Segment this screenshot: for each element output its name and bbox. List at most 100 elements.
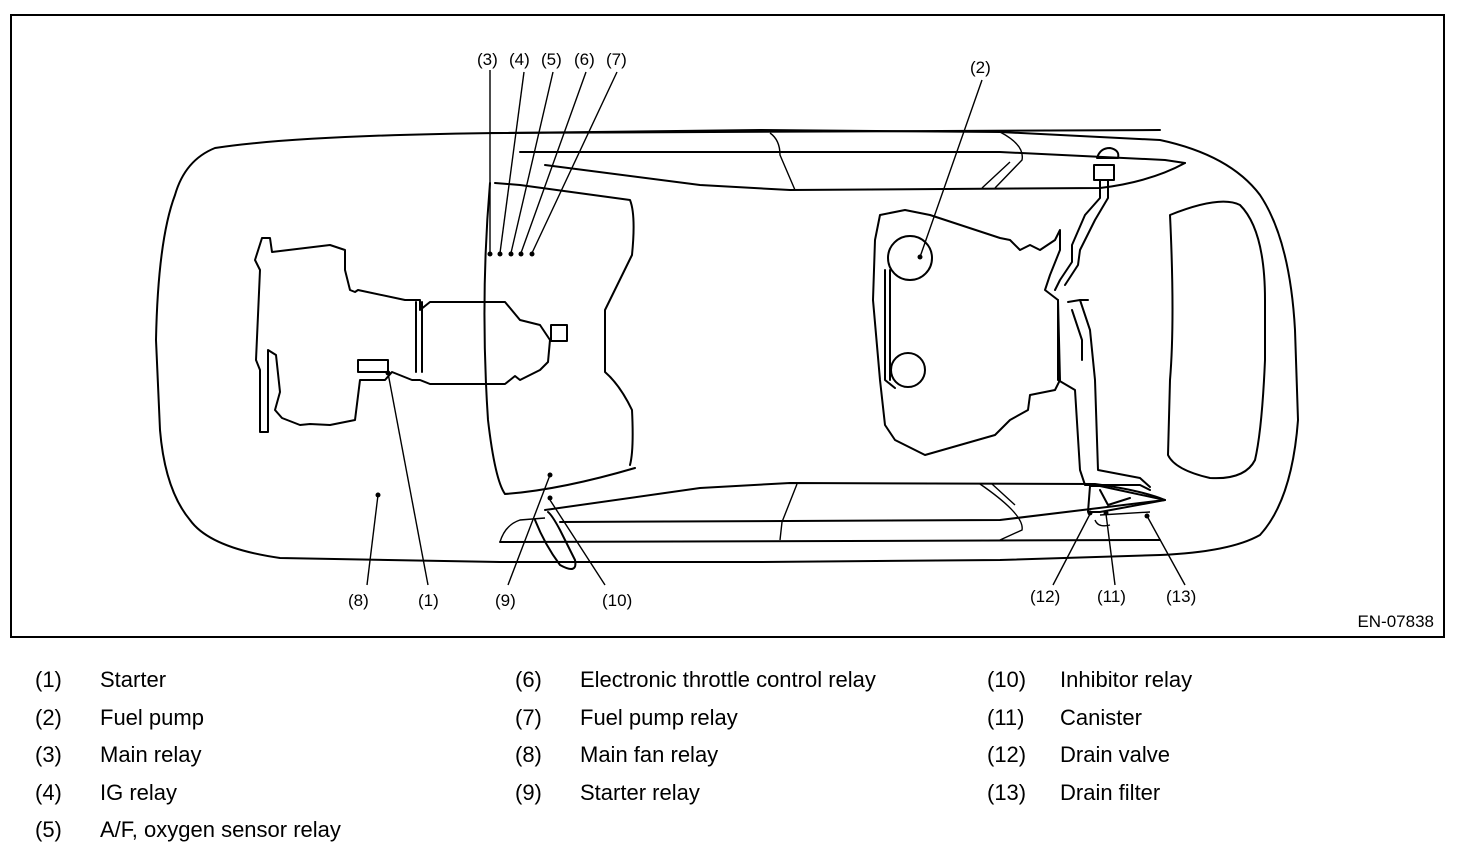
fuel-pump-housing-sub [890,352,926,388]
cowl-top [494,182,635,466]
dot-8 [375,492,381,498]
door-line-top-front [769,132,796,191]
leader-line-6 [520,71,587,254]
callout-11: (11) [1097,587,1126,606]
legend-label: Electronic throttle control relay [580,667,876,692]
callout-dots [375,251,1150,519]
legend-label: Inhibitor relay [1060,667,1193,692]
callout-10: (10) [602,591,632,610]
leader-line-7 [531,71,618,254]
side-line-top-outer [489,129,1161,134]
leader-line-2 [919,79,983,258]
legend-num: (11) [987,704,1025,730]
legend-label: Drain filter [1060,779,1161,805]
canister-body [1087,485,1166,513]
legend-label: A/F, oxygen sensor relay [100,817,341,842]
leader-line-8 [366,494,379,586]
front-wheel-arch-bottom [499,517,546,543]
transmission-output [550,324,568,342]
leader-line-12 [1052,513,1091,586]
drain-filter-body [1094,511,1151,527]
legend-num: (13) [987,779,1027,805]
callout-labels: (3) (4) (5) (6) (7) (2) (8) (1) (9) (10)… [348,50,1196,610]
dot-4 [497,251,503,257]
dot-11 [1103,510,1109,516]
engine-block [254,237,551,433]
breather-pipe [1067,299,1089,361]
legend-num: (7) [515,704,542,730]
car-body-outline [155,129,1299,563]
callout-13: (13) [1166,587,1196,606]
leader-line-11 [1105,513,1116,586]
dot-3 [487,251,493,257]
fuel-pump-housing-main [887,235,933,281]
dot-12 [1087,510,1093,516]
side-mirror [534,511,577,570]
door-line-bottom-rear [979,483,1023,541]
legend-num: (4) [35,779,62,805]
callout-7: (7) [606,50,627,69]
callout-6: (6) [574,50,595,69]
side-line-bottom-inner [559,499,1166,523]
callout-8: (8) [348,591,369,610]
fuel-line-main [884,269,896,389]
legend-label: Fuel pump relay [580,704,738,730]
dot-9 [547,472,553,478]
door-line-bottom-front [779,483,798,541]
callout-5: (5) [541,50,562,69]
dot-7 [529,251,535,257]
starter-motor [357,359,389,373]
leader-line-5 [510,71,554,254]
legend-label: Main fan relay [580,742,719,767]
legend-label: IG relay [100,779,178,805]
callout-1: (1) [418,591,439,610]
side-line-top-inner [519,151,1186,164]
fuel-filler-neck [1054,179,1109,291]
legend-num: (10) [987,667,1027,692]
legend-num: (12) [987,742,1027,767]
legend-label: Drain valve [1060,742,1171,767]
dot-2 [917,254,923,260]
legend-num: (1) [35,667,62,692]
callout-3: (3) [477,50,498,69]
leader-lines [366,70,1186,586]
diagram-frame [10,14,1445,638]
dot-10 [547,495,553,501]
callout-2: (2) [970,58,991,77]
dot-6 [518,251,524,257]
transmission-flange [415,301,423,373]
leader-line-9 [507,474,551,586]
dot-5 [508,251,514,257]
door-line-top-rear [981,131,1024,189]
leader-line-13 [1146,515,1186,586]
legend-num: (9) [515,779,542,805]
dot-13 [1144,513,1150,519]
legend-label: Fuel pump [100,704,204,730]
callout-4: (4) [509,50,530,69]
leader-line-4 [499,71,525,254]
legend-label: Main relay [100,742,202,767]
callout-12: (12) [1030,587,1060,606]
legend-label: Starter relay [580,779,700,805]
legend-num: (5) [35,817,62,842]
callout-9: (9) [495,591,516,610]
legend-num: (6) [515,667,542,692]
leader-line-1 [387,372,429,586]
legend-label: Starter [100,667,167,692]
fuel-tank [872,209,1061,456]
legend-label: Canister [1060,704,1142,730]
legend-num: (3) [35,742,62,767]
dot-1 [385,370,391,376]
rear-window [1167,200,1266,480]
legend-num: (8) [515,742,542,767]
side-line-bottom-sill [544,482,1166,511]
leader-line-10 [549,499,606,586]
side-line-bottom-outer [499,539,1161,543]
figure-id: EN-07838 [1357,612,1434,631]
evap-line [1057,299,1151,491]
side-line-top-sill [544,162,1186,191]
fuel-filler-cap [1093,147,1120,181]
windshield-line [483,182,636,495]
legend-num: (2) [35,704,62,730]
